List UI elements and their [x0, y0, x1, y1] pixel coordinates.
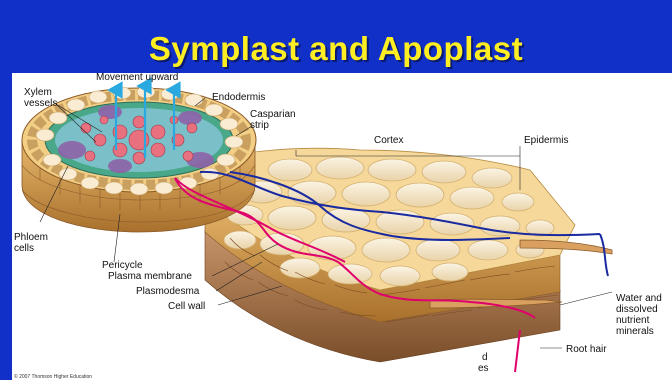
- label-xylem-line2: vessels: [24, 98, 57, 109]
- label-endodermis: Endodermis: [212, 92, 265, 103]
- label-root-hair: Root hair: [566, 344, 607, 355]
- label-xylem-line1: Xylem: [24, 87, 52, 98]
- label-plasma-membrane: Plasma membrane: [108, 271, 192, 282]
- label-cell-wall: Cell wall: [168, 301, 205, 312]
- label-cortex: Cortex: [374, 135, 403, 146]
- copyright-text: © 2007 Thomson Higher Education: [14, 373, 92, 380]
- label-epidermis: Epidermis: [524, 135, 568, 146]
- label-pericycle: Pericycle: [102, 260, 143, 271]
- label-plasmodesma: Plasmodesma: [136, 286, 200, 297]
- label-movement-upward: Movement upward: [96, 72, 178, 83]
